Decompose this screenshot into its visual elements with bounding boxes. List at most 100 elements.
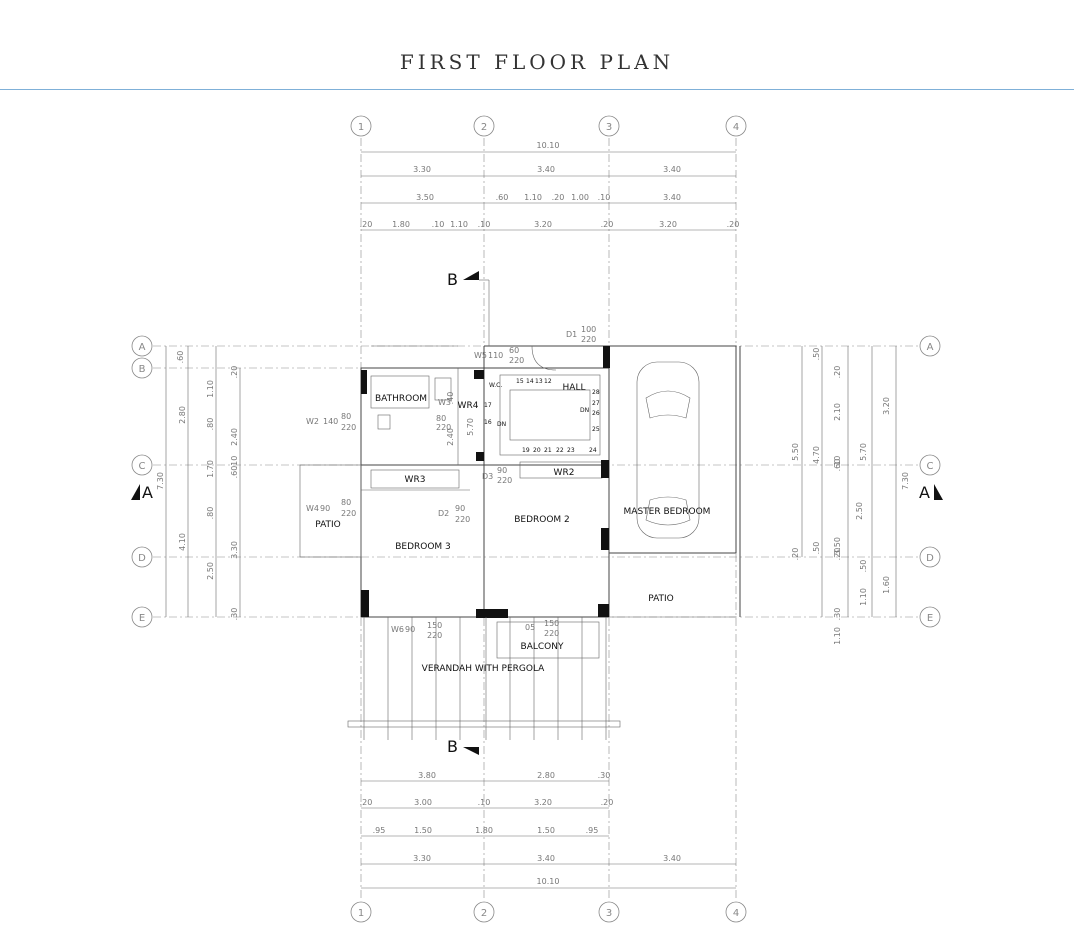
dim-top-3-4: 1.00	[571, 193, 589, 202]
dim-bottom-2-0: .20	[360, 798, 373, 807]
grid-bubble-1-top	[350, 115, 372, 137]
grid-label-3-top: 3	[606, 122, 612, 133]
grid-bubble-c-right	[919, 454, 941, 476]
stair-step-28: 28	[592, 389, 600, 396]
dim-bottom-1-1: 2.80	[537, 771, 555, 780]
dim-right-3-3: .20	[833, 548, 842, 561]
dim-top-4-1: 1.80	[392, 220, 410, 229]
dim-inner-0: .40	[446, 392, 455, 405]
dim-bottom-3-1: 1.50	[414, 826, 432, 835]
room-label-wc: W.C.	[489, 382, 502, 389]
dim-top-4-8: .20	[727, 220, 740, 229]
tag-d1: D1	[566, 330, 577, 339]
dim-right-5-0: 7.30	[901, 472, 910, 490]
grid-bubble-2-top	[473, 115, 495, 137]
dimensions-bottom: 3.80 2.80 .30 .20 3.00 .10 3.20 .20 .95 …	[360, 771, 736, 889]
stair-step-22: 22	[556, 447, 564, 454]
dim-right-4-0: 3.20	[882, 397, 891, 415]
stair-step-27: 27	[592, 400, 600, 407]
grid-label-2-bottom: 2	[481, 908, 487, 919]
dim-left-4-4: 3.30	[230, 541, 239, 559]
tag-w5: W5	[474, 351, 487, 360]
stair-dn-right: DN	[580, 407, 589, 414]
tag-d3-height: 220	[497, 476, 512, 485]
grid-label-1-bottom: 1	[358, 908, 364, 919]
room-label-bedroom-3: BEDROOM 3	[395, 542, 451, 552]
dim-right-2-4: 3.50	[833, 537, 842, 555]
tag-w4: W4	[306, 504, 319, 513]
dim-right-1-2: .20	[791, 548, 800, 561]
dim-top-3-6: 3.40	[663, 193, 681, 202]
grid-label-e-right: E	[927, 613, 933, 624]
grid-label-a-right: A	[927, 342, 934, 353]
room-label-bathroom: BATHROOM	[375, 394, 427, 404]
dim-top-4-4: .10	[478, 220, 491, 229]
stair-step-12: 12	[544, 378, 552, 385]
grid-label-3-bottom: 3	[606, 908, 612, 919]
stair-step-15: 15	[516, 378, 524, 385]
tag-w2-width: 140	[323, 417, 338, 426]
room-label-wr4: WR4	[458, 401, 479, 411]
dim-top-1-0: 10.10	[537, 141, 560, 150]
dim-right-3-2: 1.10	[859, 588, 868, 606]
dim-left-4-2: 2.40	[230, 428, 239, 446]
dim-right-4-3: 1.60	[882, 576, 891, 594]
dim-bottom-1-0: 3.80	[418, 771, 436, 780]
dim-right-1-0: .50	[812, 348, 821, 361]
dim-bottom-2-1: 3.00	[414, 798, 432, 807]
stair-step-21: 21	[544, 447, 552, 454]
dim-right-2-5: .50	[812, 542, 821, 555]
dim-top-4-0: .20	[360, 220, 373, 229]
tag-d3-width: 90	[497, 466, 507, 475]
dim-right-3-0: .10	[833, 456, 842, 469]
stair-step-14: 14	[526, 378, 534, 385]
grid-bubble-e-left	[131, 606, 153, 628]
column-2c	[476, 452, 484, 461]
dim-left-3-0: .60	[176, 351, 185, 364]
grid-label-c-left: C	[139, 461, 146, 472]
tag-w6-width: 90	[405, 625, 415, 634]
section-label-a-right: A	[919, 483, 930, 502]
tag-w7-height: 220	[544, 629, 559, 638]
dim-left-1-0: 7.30	[156, 472, 165, 490]
grid-label-d-right: D	[926, 553, 934, 564]
grid-bubble-c-left	[131, 454, 153, 476]
grid-label-e-left: E	[139, 613, 145, 624]
grid-label-4-top: 4	[733, 122, 739, 133]
page-title: FIRST FLOOR PLAN	[399, 50, 675, 74]
tag-w2b-width: 80	[436, 414, 446, 423]
opening-tags: D1 100 220 W5 110 60 220 W3 W2 140 80 22…	[306, 325, 596, 640]
dim-bottom-3-2: 1.80	[475, 826, 493, 835]
dim-right-2-6: .30	[833, 608, 842, 621]
grid-bubble-3-top	[598, 115, 620, 137]
dim-bottom-1-2: .30	[598, 771, 611, 780]
tag-w4-width-2: 80	[341, 498, 351, 507]
dim-left-4-3: .60	[230, 466, 239, 479]
tag-w6: W6	[391, 625, 404, 634]
section-arrow-icon	[131, 484, 140, 500]
stair-step-25: 25	[592, 426, 600, 433]
wardrobe-wr3	[370, 469, 460, 489]
tag-w6-height: 220	[427, 631, 442, 640]
grid-bubble-4-bottom	[725, 901, 747, 923]
dim-left-3-2: .80	[206, 507, 215, 520]
tag-w5-width: 110	[488, 351, 503, 360]
grid-label-d-left: D	[138, 553, 146, 564]
tag-d2-width: 90	[455, 504, 465, 513]
dim-right-4-1: 5.70	[859, 443, 868, 461]
tag-w2-width-2: 80	[341, 412, 351, 421]
room-label-bedroom-2: BEDROOM 2	[514, 515, 570, 525]
grid-label-b-left: B	[139, 364, 146, 375]
car-rear-window-icon	[645, 496, 691, 526]
stair-step-16: 16	[484, 419, 492, 426]
dim-left-5-2: .30	[230, 608, 239, 621]
grid-bubble-4-top	[725, 115, 747, 137]
section-arrow-icon	[463, 747, 479, 755]
dim-top-3-1: .60	[496, 193, 509, 202]
room-labels: BATHROOM WR4 W.C. HALL WR3 WR2 PATIO BED…	[315, 382, 710, 674]
master-bedroom-outline	[608, 345, 737, 554]
dim-right-4-2: .50	[859, 560, 868, 573]
tag-w5-height: 220	[509, 356, 524, 365]
tag-w4-height: 220	[341, 509, 356, 518]
